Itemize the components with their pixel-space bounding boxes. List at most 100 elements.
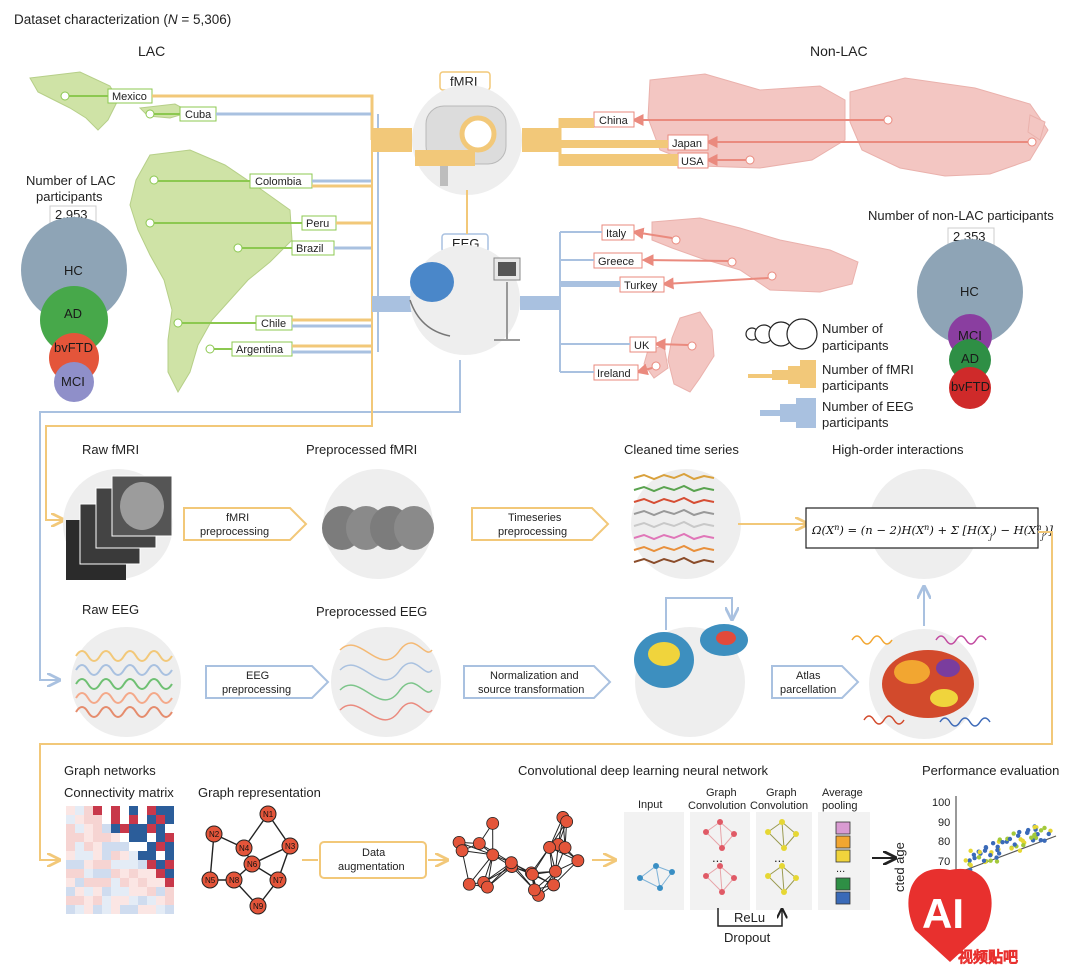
matrix-cell [111, 896, 120, 905]
fmri-modality: fMRI [412, 71, 522, 195]
matrix-cell [66, 896, 75, 905]
svg-text:Convolution: Convolution [688, 800, 746, 812]
svg-text:Graph: Graph [766, 787, 797, 799]
svg-text:pooling: pooling [822, 800, 857, 812]
matrix-cell [165, 851, 174, 860]
matrix-cell [75, 887, 84, 896]
svg-text:participants: participants [822, 378, 889, 393]
matrix-cell [84, 833, 93, 842]
matrix-cell [138, 806, 147, 815]
matrix-cell [66, 860, 75, 869]
graph-node [543, 841, 556, 854]
non-lac-eeg-labels: Italy Greece Turkey UK Ireland [593, 224, 777, 381]
matrix-cell [138, 815, 147, 824]
matrix-cell [111, 887, 120, 896]
graph-node [249, 897, 267, 915]
step-normalization: Normalization and source transformation [463, 665, 612, 699]
matrix-cell [93, 869, 102, 878]
matrix-cell [147, 815, 156, 824]
svg-text:Number of fMRI: Number of fMRI [822, 362, 914, 377]
graph-node-label: N2 [209, 830, 220, 839]
svg-text:...: ... [774, 850, 785, 865]
matrix-cell [66, 815, 75, 824]
scatter-point [1011, 831, 1016, 836]
matrix-cell [84, 878, 93, 887]
non-lac-fmri-flow [522, 118, 678, 166]
connectivity-matrix [66, 806, 174, 914]
lac-eeg-bar [372, 296, 412, 312]
lac-country-labels: Mexico Cuba Colombia Peru Brazil [60, 88, 337, 357]
svg-text:cted age: cted age [892, 842, 907, 892]
scatter-point [971, 852, 977, 857]
matrix-cell [129, 851, 138, 860]
scatter-point [994, 859, 1000, 864]
matrix-cell [102, 896, 111, 905]
scatter-point [982, 848, 988, 853]
matrix-cell [111, 815, 120, 824]
graph-node [547, 878, 561, 892]
cnn-title: Convolutional deep learning neural netwo… [518, 763, 769, 778]
raw-fmri-title: Raw fMRI [82, 442, 139, 457]
non-lac-heading: Non-LAC [810, 43, 868, 59]
non-lac-eeg-flow [520, 231, 630, 373]
matrix-cell [84, 896, 93, 905]
lac-heading: LAC [138, 43, 165, 59]
graph-node [549, 864, 562, 878]
matrix-cell [165, 896, 174, 905]
country-greece: Greece [593, 252, 737, 269]
svg-text:participants: participants [822, 338, 889, 353]
scatter-point [1021, 843, 1026, 848]
matrix-cell [138, 833, 147, 842]
scatter-point [968, 862, 973, 868]
scatter-point [1012, 842, 1017, 847]
matrix-cell [66, 905, 75, 914]
matrix-cell [120, 869, 129, 878]
graph-node [560, 815, 574, 829]
matrix-cell [102, 878, 111, 887]
connectivity-title: Connectivity matrix [64, 785, 174, 800]
matrix-cell [120, 851, 129, 860]
scatter-point [963, 858, 968, 863]
matrix-cell [84, 824, 93, 833]
matrix-cell [84, 815, 93, 824]
matrix-cell [120, 824, 129, 833]
svg-text:fMRI: fMRI [226, 512, 249, 524]
svg-text:视频贴吧: 视频贴吧 [958, 948, 1018, 966]
svg-text:Japan: Japan [672, 138, 702, 150]
matrix-cell [165, 824, 174, 833]
hoi-title: High-order interactions [832, 442, 964, 457]
matrix-cell [156, 824, 165, 833]
matrix-cell [147, 842, 156, 851]
raw-fmri-image [63, 469, 173, 580]
country-ireland: Ireland [593, 361, 661, 381]
matrix-cell [156, 878, 165, 887]
preprocessed-fmri-title: Preprocessed fMRI [306, 442, 417, 457]
graph-node [486, 848, 500, 862]
country-usa: USA [677, 152, 755, 169]
svg-text:Turkey: Turkey [624, 280, 658, 292]
matrix-cell [102, 905, 111, 914]
svg-text:bvFTD: bvFTD [951, 379, 990, 394]
svg-text:Number of non-LAC participants: Number of non-LAC participants [868, 208, 1054, 223]
matrix-cell [138, 878, 147, 887]
matrix-cell [102, 824, 111, 833]
svg-text:preprocessing: preprocessing [498, 526, 567, 538]
parcellated-brain [851, 588, 991, 739]
scatter-point [968, 848, 973, 854]
matrix-cell [111, 860, 120, 869]
matrix-cell [120, 878, 129, 887]
scatter-point [995, 844, 1000, 850]
svg-text:HC: HC [64, 263, 83, 278]
lac-map [29, 71, 293, 394]
country-cuba: Cuba [145, 106, 217, 122]
scatter-point [990, 841, 996, 846]
graph-node [571, 854, 585, 868]
graph-node [526, 868, 539, 881]
matrix-cell [138, 824, 147, 833]
matrix-cell [111, 869, 120, 878]
scatter-point [1032, 825, 1037, 830]
svg-text:Greece: Greece [598, 256, 634, 268]
matrix-cell [75, 806, 84, 815]
svg-text:EEG: EEG [246, 670, 269, 682]
matrix-cell [102, 869, 111, 878]
